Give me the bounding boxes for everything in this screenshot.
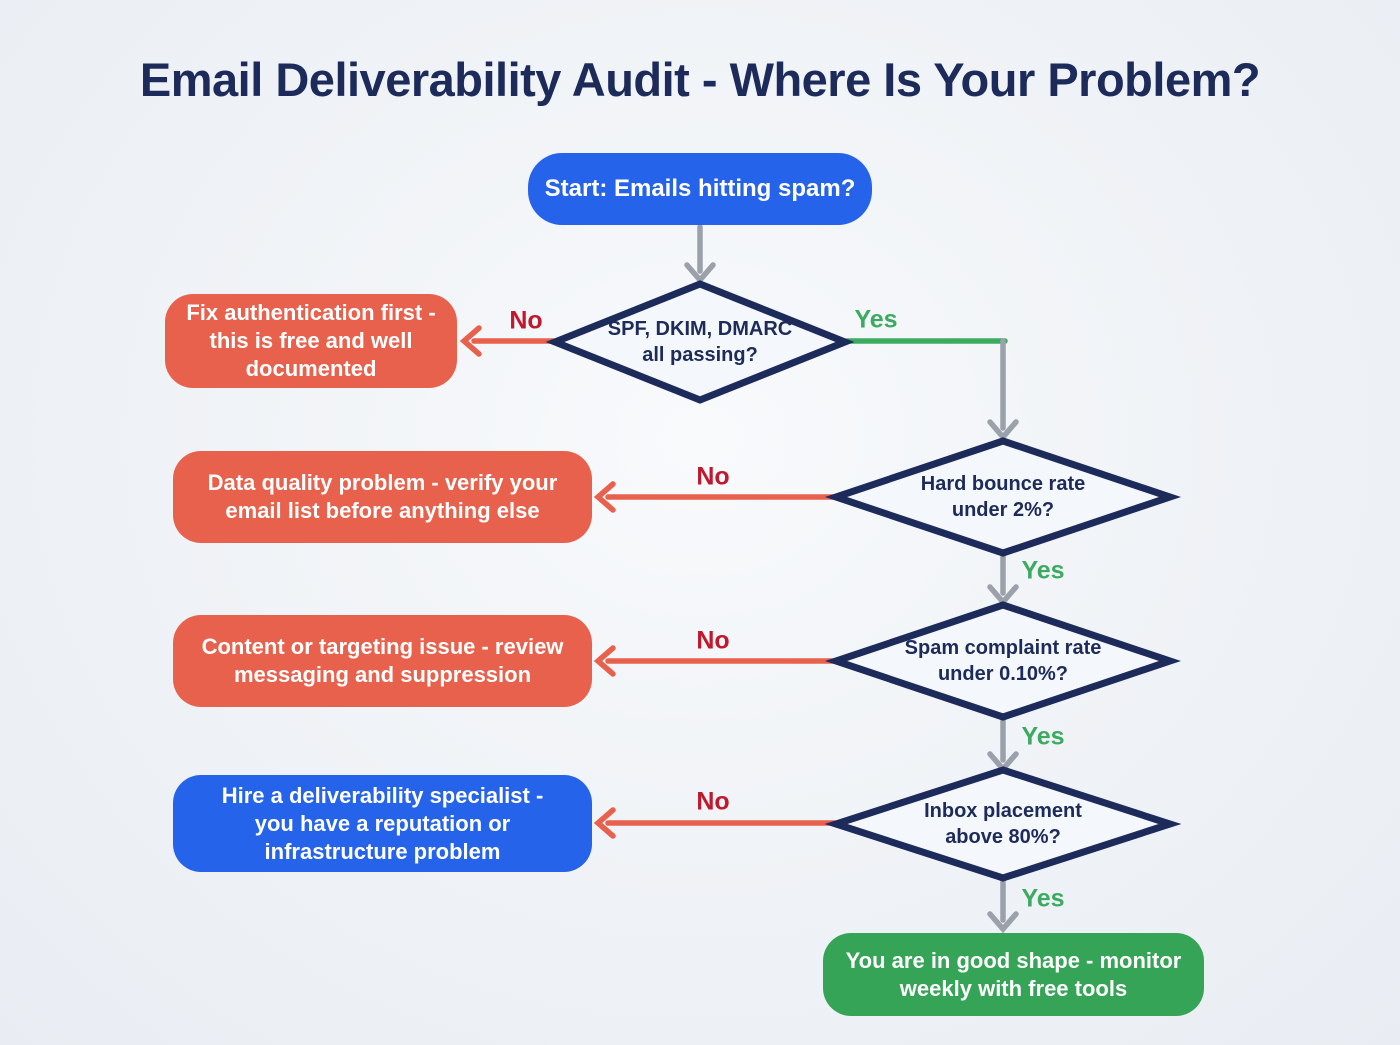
decision4-no-label: No xyxy=(696,787,730,816)
page-title: Email Deliverability Audit - Where Is Yo… xyxy=(139,53,1261,106)
arrow-decision4-yes xyxy=(987,878,1019,934)
outcome-fix-authentication-text: Fix authentication first - this is free … xyxy=(186,300,436,381)
decision1-question: SPF, DKIM, DMARC all passing? xyxy=(607,318,793,366)
decision3-question: Spam complaint rate under 0.10%? xyxy=(904,637,1102,685)
outcome-content-targeting-text: Content or targeting issue - review mess… xyxy=(201,634,564,687)
arrow-decision1-yes xyxy=(844,338,1019,442)
start-node: Start: Emails hitting spam? xyxy=(528,153,872,225)
decision4-question: Inbox placement above 80%? xyxy=(924,800,1082,848)
outcome-good-shape-text: You are in good shape - monitor weekly w… xyxy=(845,947,1182,1001)
outcome-fix-authentication: Fix authentication first - this is free … xyxy=(165,294,457,388)
decision1-yes-label: Yes xyxy=(854,305,898,334)
arrow-decision2-yes xyxy=(987,554,1019,607)
decision2-yes-label: Yes xyxy=(1021,556,1065,585)
decision2-question: Hard bounce rate under 2%? xyxy=(920,473,1086,521)
decision3-no-label: No xyxy=(696,626,730,655)
decision2-no-label: No xyxy=(696,462,730,491)
outcome-data-quality-text: Data quality problem - verify your email… xyxy=(207,470,558,523)
decision1-no-label: No xyxy=(509,306,543,335)
outcome-content-targeting: Content or targeting issue - review mess… xyxy=(173,615,592,707)
outcome-hire-specialist-text: Hire a deliverability specialist - you h… xyxy=(221,782,544,864)
arrow-start-to-decision1 xyxy=(684,224,716,285)
outcome-data-quality: Data quality problem - verify your email… xyxy=(173,451,592,543)
outcome-good-shape: You are in good shape - monitor weekly w… xyxy=(823,933,1204,1016)
decision3-yes-label: Yes xyxy=(1021,722,1065,751)
arrow-decision3-yes xyxy=(987,717,1019,774)
start-node-label: Start: Emails hitting spam? xyxy=(544,175,856,202)
outcome-hire-specialist: Hire a deliverability specialist - you h… xyxy=(173,775,592,872)
decision4-yes-label: Yes xyxy=(1021,884,1065,913)
